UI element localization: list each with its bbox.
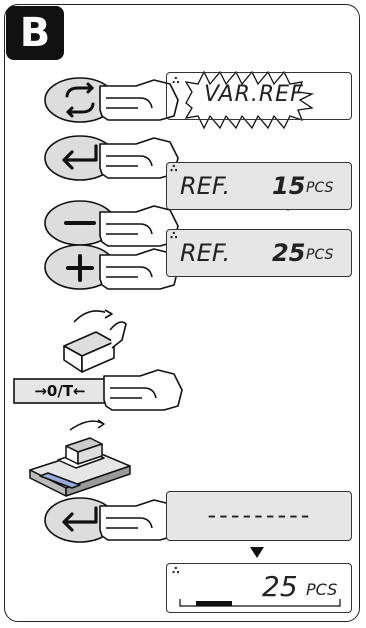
- weight-dots-icon: ∴: [170, 162, 178, 175]
- display-ref-25-prefix: REF.: [180, 239, 231, 267]
- display-ref-15: [166, 162, 352, 210]
- balance-icon: [29, 419, 131, 497]
- enter-key-button-2[interactable]: [44, 497, 179, 543]
- display-ref-25-unit: PCS: [306, 247, 334, 263]
- display-ref-15-value: 15: [272, 172, 306, 200]
- swap-arrows-icon: [65, 82, 95, 118]
- display-result: [166, 563, 352, 613]
- plus-icon: [66, 254, 94, 282]
- pointing-hand-icon: [103, 369, 183, 411]
- blink-burst-icon: [184, 70, 315, 130]
- enter-icon: [62, 144, 98, 170]
- down-arrow-icon: [250, 547, 264, 558]
- display-result-value: 25: [262, 570, 298, 603]
- swap-key-button[interactable]: [44, 77, 179, 123]
- container-icon: [63, 309, 127, 373]
- display-ref-25-value: 25: [272, 239, 306, 267]
- display-var-ref-text: VAR.REF: [204, 82, 304, 107]
- weight-dots-icon: ∴: [170, 229, 178, 242]
- display-ref-15-unit: PCS: [306, 180, 334, 196]
- display-var-ref: [166, 72, 352, 120]
- enter-icon: [62, 506, 98, 532]
- instruction-panel: [4, 4, 360, 622]
- display-result-unit: PCS: [306, 580, 338, 599]
- step-badge: B: [6, 6, 64, 60]
- minus-key-button[interactable]: [44, 200, 179, 247]
- weight-dots-icon: ∴: [172, 74, 180, 87]
- plus-key-button[interactable]: [44, 244, 179, 290]
- weight-dots-icon: ∴: [172, 564, 180, 577]
- display-dashes-text: ---------: [207, 501, 313, 529]
- capacity-bar: [179, 599, 341, 607]
- display-ref-15-prefix: REF.: [180, 172, 231, 200]
- enter-key-button[interactable]: [44, 135, 179, 181]
- display-dashes: [166, 491, 352, 541]
- tare-key-label: →0/T←: [34, 382, 86, 400]
- tare-key-button[interactable]: [13, 369, 183, 411]
- display-ref-25: [166, 229, 352, 277]
